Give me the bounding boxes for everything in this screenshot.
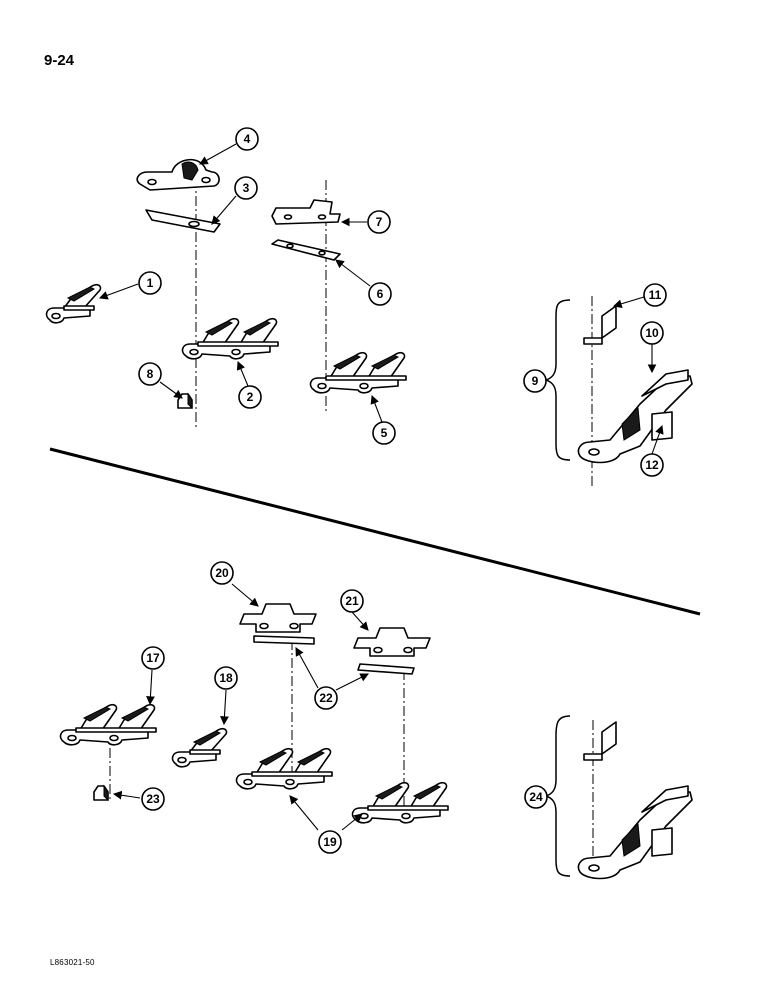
part-end-guard-assembly [577,305,693,464]
svg-text:8: 8 [147,367,154,381]
brace-9 [543,299,571,461]
part-double-guard-b [309,351,407,394]
part-hold-down [239,603,317,633]
callout-8: 8 [138,362,162,386]
brace-24 [543,715,571,877]
svg-text:21: 21 [345,594,359,608]
svg-text:6: 6 [377,287,384,301]
svg-text:9: 9 [532,374,539,388]
callout-2: 2 [238,385,262,409]
callout-3: 3 [234,176,258,200]
part-double-guard-c [59,703,157,746]
svg-text:2: 2 [247,390,254,404]
callout-21: 21 [340,589,364,613]
callout-7: 7 [367,210,391,234]
callout-10: 10 [640,321,664,345]
svg-text:12: 12 [645,458,659,472]
callout-18: 18 [214,666,238,690]
svg-text:24: 24 [529,790,543,804]
part-clip-b [93,785,109,801]
callout-6: 6 [368,282,392,306]
callout-1: 1 [138,271,162,295]
callout-5: 5 [372,421,396,445]
part-single-guard [45,283,102,324]
svg-text:19: 19 [323,835,337,849]
part-end-guard-assembly-b [577,721,693,880]
part-double-guard-d [235,747,333,790]
callout-20: 20 [210,561,234,585]
callout-9: 9 [523,369,547,393]
callout-12: 12 [640,453,664,477]
part-plate [271,239,341,261]
callout-17: 17 [141,646,165,670]
figure-code: L863021-50 [50,958,95,967]
callout-22: 22 [314,686,338,710]
separator-line [49,447,701,616]
page-number: 9-24 [44,52,75,69]
callout-23: 23 [141,787,165,811]
callout-24: 24 [524,785,548,809]
svg-text:17: 17 [146,651,160,665]
callout-4: 4 [235,127,259,151]
svg-text:4: 4 [244,132,251,146]
svg-text:7: 7 [376,215,383,229]
part-double-guard [181,317,279,360]
part-single-guard-b [171,727,228,768]
part-shim-c [357,663,415,675]
svg-text:18: 18 [219,671,233,685]
svg-text:23: 23 [146,792,160,806]
callout-11: 11 [643,283,667,307]
svg-text:10: 10 [645,326,659,340]
callout-19: 19 [318,830,342,854]
svg-text:22: 22 [319,691,333,705]
part-hold-down-b [353,627,431,657]
svg-text:11: 11 [649,288,662,302]
svg-text:5: 5 [381,426,388,440]
svg-text:3: 3 [243,181,250,195]
svg-text:20: 20 [215,566,229,580]
part-shim-b [253,635,315,645]
part-double-guard-e [351,781,449,824]
part-shim [145,209,221,233]
svg-text:1: 1 [147,276,154,290]
part-bracket [271,199,341,225]
part-clamp [136,158,220,191]
